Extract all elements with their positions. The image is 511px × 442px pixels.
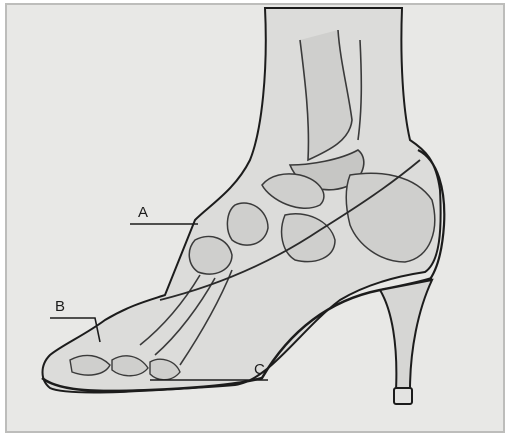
label-b: B — [55, 298, 65, 315]
label-c: C — [254, 361, 265, 378]
label-a: A — [138, 204, 148, 221]
heel-tip — [394, 388, 412, 404]
cuneiform-bones — [189, 236, 232, 274]
